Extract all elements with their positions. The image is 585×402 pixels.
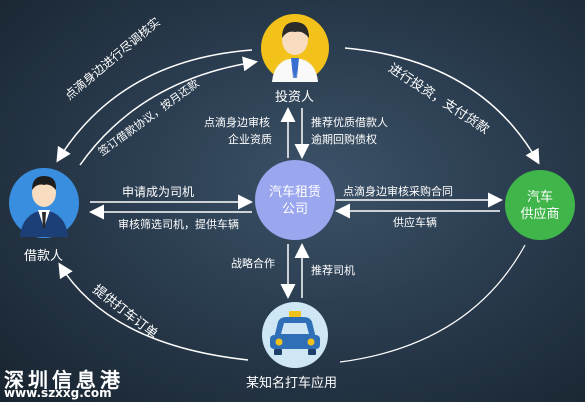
supplier-label-line2: 供应商	[520, 207, 560, 222]
edge-borrower-investor-inner	[79, 56, 258, 166]
supplier-label: 汽车 供应商	[505, 189, 575, 223]
investor-label: 投资人	[275, 90, 315, 105]
edge-label-app-rental: 推荐司机	[311, 264, 355, 277]
edge-label-borrower-rental: 申请成为司机	[122, 185, 195, 199]
borrower-node	[9, 168, 79, 238]
edge-label-investor-rental-2: 逾期回购债权	[311, 133, 377, 146]
investor-node	[261, 14, 329, 82]
investor-person-icon	[272, 22, 318, 82]
rental-label: 汽车租赁 公司	[255, 184, 335, 218]
watermark-name: 深圳信息港	[4, 368, 124, 392]
supplier-label-line1: 汽车	[526, 190, 553, 205]
edge-label-rental-app: 战略合作	[231, 257, 275, 270]
borrower-person-icon	[20, 176, 68, 237]
taxi-app-label: 某知名打车应用	[246, 376, 338, 391]
edge-label-supplier-rental: 供应车辆	[393, 216, 437, 229]
edge-label-rental-investor-2: 企业资质	[228, 133, 272, 146]
watermark-url: www.szxxg.com	[4, 386, 112, 400]
rental-label-line2: 公司	[281, 202, 308, 217]
rental-label-line1: 汽车租赁	[268, 185, 321, 200]
edge-supplier-app	[339, 244, 526, 363]
supplier-node	[505, 170, 575, 240]
edge-investor-supplier	[344, 47, 540, 165]
taxi-car-icon	[270, 311, 320, 355]
taxi-app-node	[262, 302, 328, 368]
edge-label-rental-investor-1: 点滴身边审核	[204, 116, 270, 129]
edge-label-rental-supplier: 点滴身边审核采购合同	[343, 185, 453, 198]
rental-node	[255, 160, 335, 240]
edge-app-borrower	[58, 262, 249, 361]
edge-investor-borrower-outer	[56, 49, 253, 163]
borrower-label: 借款人	[24, 249, 64, 264]
edge-label-investor-rental-1: 推荐优质借款人	[311, 116, 388, 129]
edge-label-rental-borrower: 审核筛选司机，提供车辆	[118, 218, 239, 231]
